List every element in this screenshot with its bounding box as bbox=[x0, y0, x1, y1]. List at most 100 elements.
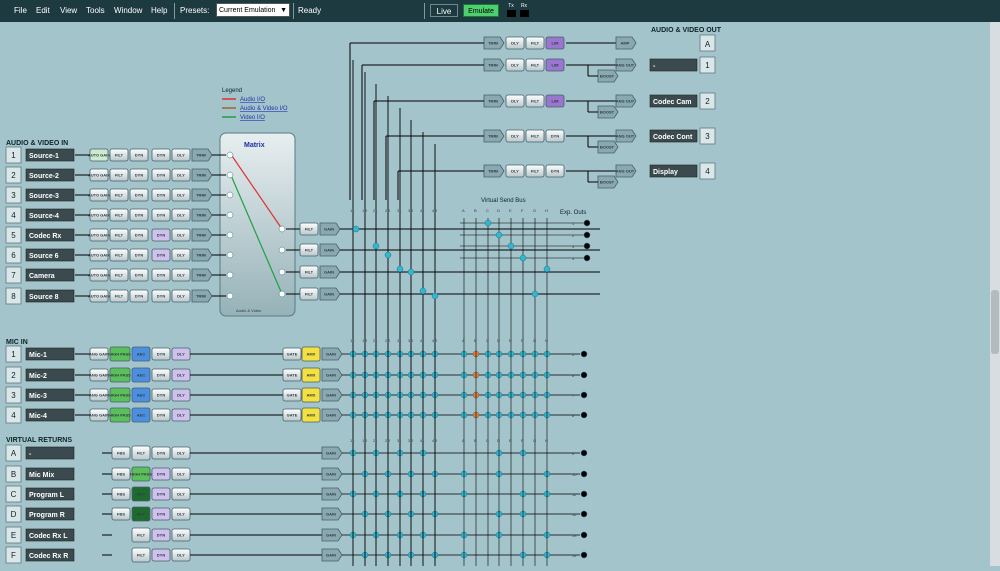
high-pass-block[interactable]: HIGH PASS bbox=[109, 367, 131, 383]
dsp-block[interactable]: DLY bbox=[171, 168, 191, 182]
ang-gain-block[interactable]: ANG GAIN bbox=[89, 347, 109, 361]
out-boost-block[interactable]: BOOST bbox=[597, 105, 619, 119]
dsp-block[interactable]: DYN bbox=[129, 268, 149, 282]
filter-block[interactable]: FILT bbox=[131, 506, 151, 522]
dsp-block[interactable]: DYN bbox=[151, 208, 171, 222]
menu-file[interactable]: File bbox=[14, 6, 27, 15]
out-filt-block[interactable]: FILT bbox=[525, 94, 545, 108]
return-gain-block[interactable]: GAIN bbox=[321, 467, 343, 481]
matrix-input-node[interactable] bbox=[226, 292, 234, 300]
exp-out-node[interactable] bbox=[580, 490, 588, 498]
filter-block[interactable]: FILT bbox=[131, 445, 151, 461]
dsp-block[interactable]: DLY bbox=[171, 148, 191, 162]
out-boost-block[interactable]: BOOST bbox=[597, 175, 619, 189]
filter-block[interactable]: FILT bbox=[131, 527, 151, 543]
menu-view[interactable]: View bbox=[60, 6, 78, 15]
dsp-block[interactable]: DYN bbox=[151, 228, 171, 242]
trim-block[interactable]: TRIM bbox=[191, 168, 213, 182]
vertical-scrollbar[interactable] bbox=[990, 22, 1000, 566]
dsp-block[interactable]: FILT bbox=[109, 148, 129, 162]
routing-node[interactable] bbox=[531, 290, 539, 298]
out-trim-block[interactable]: TRIM bbox=[483, 94, 505, 108]
dsp-block[interactable]: DYN bbox=[151, 289, 171, 303]
exp-out-node[interactable] bbox=[580, 551, 588, 559]
out-amp-block[interactable]: ANG OUT bbox=[615, 164, 637, 178]
routing-node[interactable] bbox=[431, 292, 439, 300]
gate-block[interactable]: GATE bbox=[282, 368, 302, 382]
dsp-block[interactable]: DYN bbox=[129, 188, 149, 202]
out-trim-block[interactable]: TRIM bbox=[483, 36, 505, 50]
gate-block[interactable]: GATE bbox=[282, 408, 302, 422]
dsp-block[interactable]: DYN bbox=[129, 208, 149, 222]
dsp-block[interactable]: FILT bbox=[109, 228, 129, 242]
auto-gain-block[interactable]: AUTO GAIN bbox=[88, 148, 110, 162]
gain-block[interactable]: GAIN bbox=[319, 222, 341, 236]
trim-block[interactable]: TRIM bbox=[191, 228, 213, 242]
auto-gain-block[interactable]: AUTO GAIN bbox=[88, 268, 110, 282]
ang-gain-block[interactable]: ANG GAIN bbox=[89, 368, 109, 382]
out-amp-block[interactable]: ANG OUT bbox=[615, 58, 637, 72]
trim-block[interactable]: TRIM bbox=[191, 148, 213, 162]
trim-block[interactable]: TRIM bbox=[191, 208, 213, 222]
dly-block[interactable]: DLY bbox=[171, 347, 191, 361]
trim-block[interactable]: TRIM bbox=[191, 289, 213, 303]
filter-block[interactable]: FILT bbox=[299, 222, 319, 236]
out-filt-block[interactable]: FILT bbox=[525, 129, 545, 143]
amx-block[interactable]: AMX bbox=[301, 367, 321, 383]
fbs-block[interactable]: FBS bbox=[111, 446, 131, 460]
out-boost-block[interactable]: BOOST bbox=[597, 69, 619, 83]
dyn-block[interactable]: DYN bbox=[151, 467, 171, 481]
matrix-input-node[interactable] bbox=[226, 271, 234, 279]
dyn-block[interactable]: DYN bbox=[151, 507, 171, 521]
exp-out-node[interactable] bbox=[583, 231, 591, 239]
matrix-input-node[interactable] bbox=[226, 171, 234, 179]
dly-block[interactable]: DLY bbox=[171, 467, 191, 481]
out-lim-block[interactable]: DYN bbox=[545, 164, 565, 178]
exp-out-node[interactable] bbox=[580, 531, 588, 539]
dly-block[interactable]: DLY bbox=[171, 548, 191, 562]
scrollbar-thumb[interactable] bbox=[991, 290, 999, 354]
aec-block[interactable]: AEC bbox=[131, 346, 151, 362]
high-pass-block[interactable]: HIGH PASS bbox=[109, 346, 131, 362]
dsp-block[interactable]: DLY bbox=[171, 248, 191, 262]
return-gain-block[interactable]: GAIN bbox=[321, 487, 343, 501]
dyn-block[interactable]: DYN bbox=[151, 388, 171, 402]
out-dly-block[interactable]: DLY bbox=[505, 36, 525, 50]
out-amp-block[interactable]: AMP bbox=[615, 36, 637, 50]
trim-block[interactable]: TRIM bbox=[191, 268, 213, 282]
routing-node[interactable] bbox=[484, 219, 492, 227]
live-button[interactable]: Live bbox=[430, 4, 458, 17]
gain-block[interactable]: GAIN bbox=[319, 265, 341, 279]
dsp-block[interactable]: DLY bbox=[171, 289, 191, 303]
matrix-block[interactable]: Matrix Audio & Video bbox=[219, 132, 296, 317]
dsp-block[interactable]: DYN bbox=[129, 228, 149, 242]
filter-block[interactable]: FILT bbox=[299, 243, 319, 257]
dyn-block[interactable]: DYN bbox=[151, 446, 171, 460]
aec-block[interactable]: AEC bbox=[131, 367, 151, 383]
matrix-input-node[interactable] bbox=[226, 251, 234, 259]
out-dly-block[interactable]: DLY bbox=[505, 94, 525, 108]
auto-gain-block[interactable]: AUTO GAIN bbox=[88, 168, 110, 182]
dsp-block[interactable]: DLY bbox=[171, 268, 191, 282]
matrix-input-node[interactable] bbox=[226, 191, 234, 199]
dyn-block[interactable]: DYN bbox=[151, 528, 171, 542]
return-gain-block[interactable]: GAIN bbox=[321, 548, 343, 562]
trim-block[interactable]: TRIM bbox=[191, 248, 213, 262]
aec-block[interactable]: AEC bbox=[131, 407, 151, 423]
dsp-block[interactable]: FILT bbox=[109, 289, 129, 303]
fbs-block[interactable]: FBS bbox=[111, 507, 131, 521]
dsp-block[interactable]: FILT bbox=[109, 168, 129, 182]
routing-node[interactable] bbox=[352, 225, 360, 233]
exp-out-node[interactable] bbox=[583, 242, 591, 250]
menu-edit[interactable]: Edit bbox=[36, 6, 50, 15]
